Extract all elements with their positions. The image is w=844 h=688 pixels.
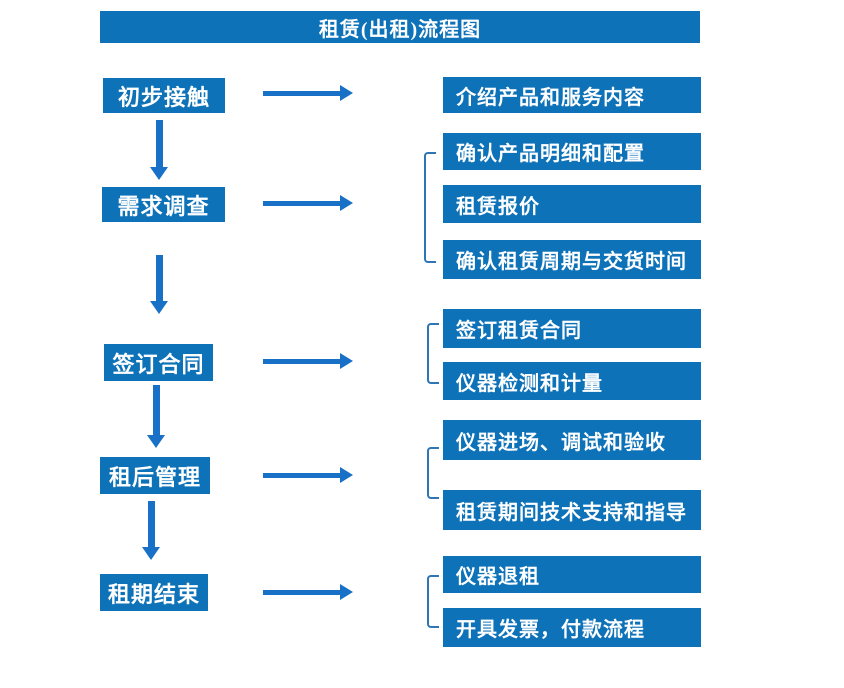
detail-box-instrument-return: 仪器退租 [443, 556, 701, 593]
arrow-right-1 [263, 85, 353, 101]
bracket-group-post-rental [427, 447, 439, 499]
arrow-shaft [263, 358, 340, 364]
step-box-initial-contact: 初步接触 [103, 78, 225, 113]
arrow-right-2 [263, 195, 353, 211]
bracket-group-demand-survey [424, 152, 436, 263]
arrow-head-icon [340, 353, 353, 369]
detail-box-sign-rental-contract: 签订租赁合同 [443, 309, 701, 348]
arrow-shaft [263, 90, 340, 96]
arrow-down-1 [150, 120, 168, 180]
arrow-shaft [263, 472, 340, 478]
arrow-head-icon [340, 467, 353, 483]
step-box-rental-end: 租期结束 [100, 574, 208, 611]
flowchart-title: 租赁(出租)流程图 [100, 11, 700, 43]
bracket-group-contract-signing [427, 323, 439, 384]
arrow-shaft [263, 200, 340, 206]
arrow-shaft [263, 589, 340, 595]
arrow-right-3 [263, 353, 353, 369]
arrow-right-5 [263, 584, 353, 600]
arrow-shaft [152, 385, 160, 435]
bracket-group-rental-end [427, 575, 439, 628]
arrow-shaft [147, 501, 155, 547]
arrow-head-icon [147, 435, 165, 448]
arrow-right-4 [263, 467, 353, 483]
arrow-down-2 [150, 255, 168, 314]
arrow-head-icon [150, 167, 168, 180]
arrow-head-icon [340, 85, 353, 101]
step-box-post-rental-management: 租后管理 [100, 457, 210, 494]
detail-box-confirm-rental-period: 确认租赁周期与交货时间 [443, 240, 701, 279]
arrow-down-3 [147, 385, 165, 448]
detail-box-instrument-setup-acceptance: 仪器进场、调试和验收 [443, 420, 701, 460]
arrow-down-4 [142, 501, 160, 560]
detail-box-rental-quote: 租赁报价 [443, 185, 701, 223]
detail-box-confirm-product-details: 确认产品明细和配置 [443, 133, 701, 170]
arrow-shaft [155, 120, 163, 167]
arrow-head-icon [142, 547, 160, 560]
detail-box-invoice-payment: 开具发票，付款流程 [443, 608, 701, 647]
step-box-contract-signing: 签订合同 [104, 344, 213, 381]
arrow-head-icon [340, 584, 353, 600]
detail-box-intro-products-services: 介绍产品和服务内容 [443, 77, 701, 113]
detail-box-rental-tech-support: 租赁期间技术支持和指导 [443, 490, 701, 530]
detail-box-instrument-inspection: 仪器检测和计量 [443, 362, 701, 400]
arrow-head-icon [150, 301, 168, 314]
step-box-demand-survey: 需求调查 [102, 187, 225, 222]
arrow-head-icon [340, 195, 353, 211]
arrow-shaft [155, 255, 163, 301]
